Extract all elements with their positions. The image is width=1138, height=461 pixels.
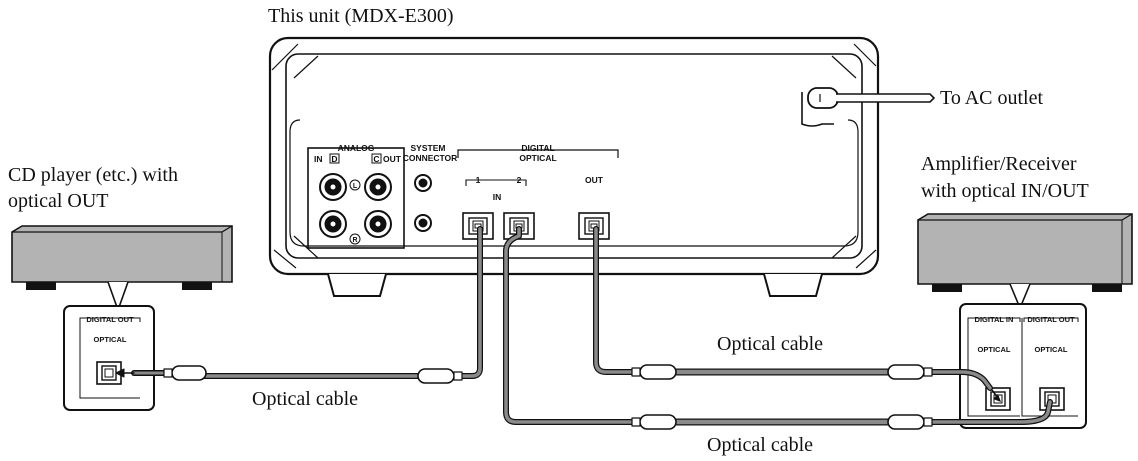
- amplifier-label-line2: with optical IN/OUT: [921, 180, 1089, 202]
- optical-label: OPTICAL: [519, 153, 556, 163]
- ac-power-cord: [801, 87, 936, 127]
- optical-cable-unit-out-to-amp-in: [593, 226, 1001, 402]
- cd-player-label-line1: CD player (etc.) with: [8, 164, 178, 186]
- optical-in-1-port: [462, 212, 494, 240]
- analog-out-label: OUT: [383, 154, 402, 164]
- analog-jacks: [319, 153, 392, 245]
- analog-r-mark: R: [352, 237, 357, 244]
- optical-cable-label-right-top: Optical cable: [717, 333, 824, 355]
- optical-cable-cd-to-unit: [115, 226, 483, 384]
- analog-panel: [307, 147, 405, 249]
- unit-label: This unit (MDX-E300): [268, 5, 454, 27]
- system-label: SYSTEM: [411, 143, 446, 153]
- optical-cable-amp-out-to-unit-in: [503, 226, 1053, 430]
- port-out-label: OUT: [585, 175, 604, 185]
- optical-cable-label-right-bottom: Optical cable: [707, 434, 814, 456]
- cd-player-label-line2: optical OUT: [8, 190, 109, 212]
- analog-d-mark: D: [331, 154, 337, 164]
- amp-optical-in-label: OPTICAL: [978, 345, 1011, 354]
- optical-cable-label-left: Optical cable: [252, 388, 359, 410]
- digital-label: DIGITAL: [521, 143, 554, 153]
- amp-optical-out-label: OPTICAL: [1035, 345, 1068, 354]
- amp-panel-labels: DIGITAL IN DIGITAL OUT OPTICAL OPTICAL: [975, 315, 1075, 354]
- connector-label: CONNECTOR: [403, 153, 458, 163]
- analog-label: ANALOG: [338, 143, 375, 153]
- system-connector: [414, 174, 432, 232]
- main-unit: [268, 36, 936, 297]
- cd-optical-label: OPTICAL: [94, 335, 127, 344]
- port-1-label: 1: [476, 175, 481, 185]
- analog-c-mark: C: [373, 154, 379, 164]
- amplifier-label-line1: Amplifier/Receiver: [921, 153, 1077, 175]
- ac-outlet-label: To AC outlet: [940, 87, 1044, 109]
- unit-panel-labels: ANALOG IN D C OUT L R SYSTEM CONNECTOR D…: [314, 143, 604, 244]
- amp-digital-in-label: DIGITAL IN: [975, 315, 1014, 324]
- amplifier-receiver: [917, 213, 1133, 429]
- analog-in-label: IN: [314, 154, 323, 164]
- port-in-label: IN: [493, 192, 502, 202]
- amp-digital-out-label: DIGITAL OUT: [1027, 315, 1075, 324]
- analog-l-mark: L: [353, 183, 358, 190]
- cd-panel-labels: DIGITAL OUT OPTICAL: [86, 315, 134, 344]
- port-2-label: 2: [517, 175, 522, 185]
- cd-digital-out-label: DIGITAL OUT: [86, 315, 134, 324]
- cd-player: [11, 225, 233, 411]
